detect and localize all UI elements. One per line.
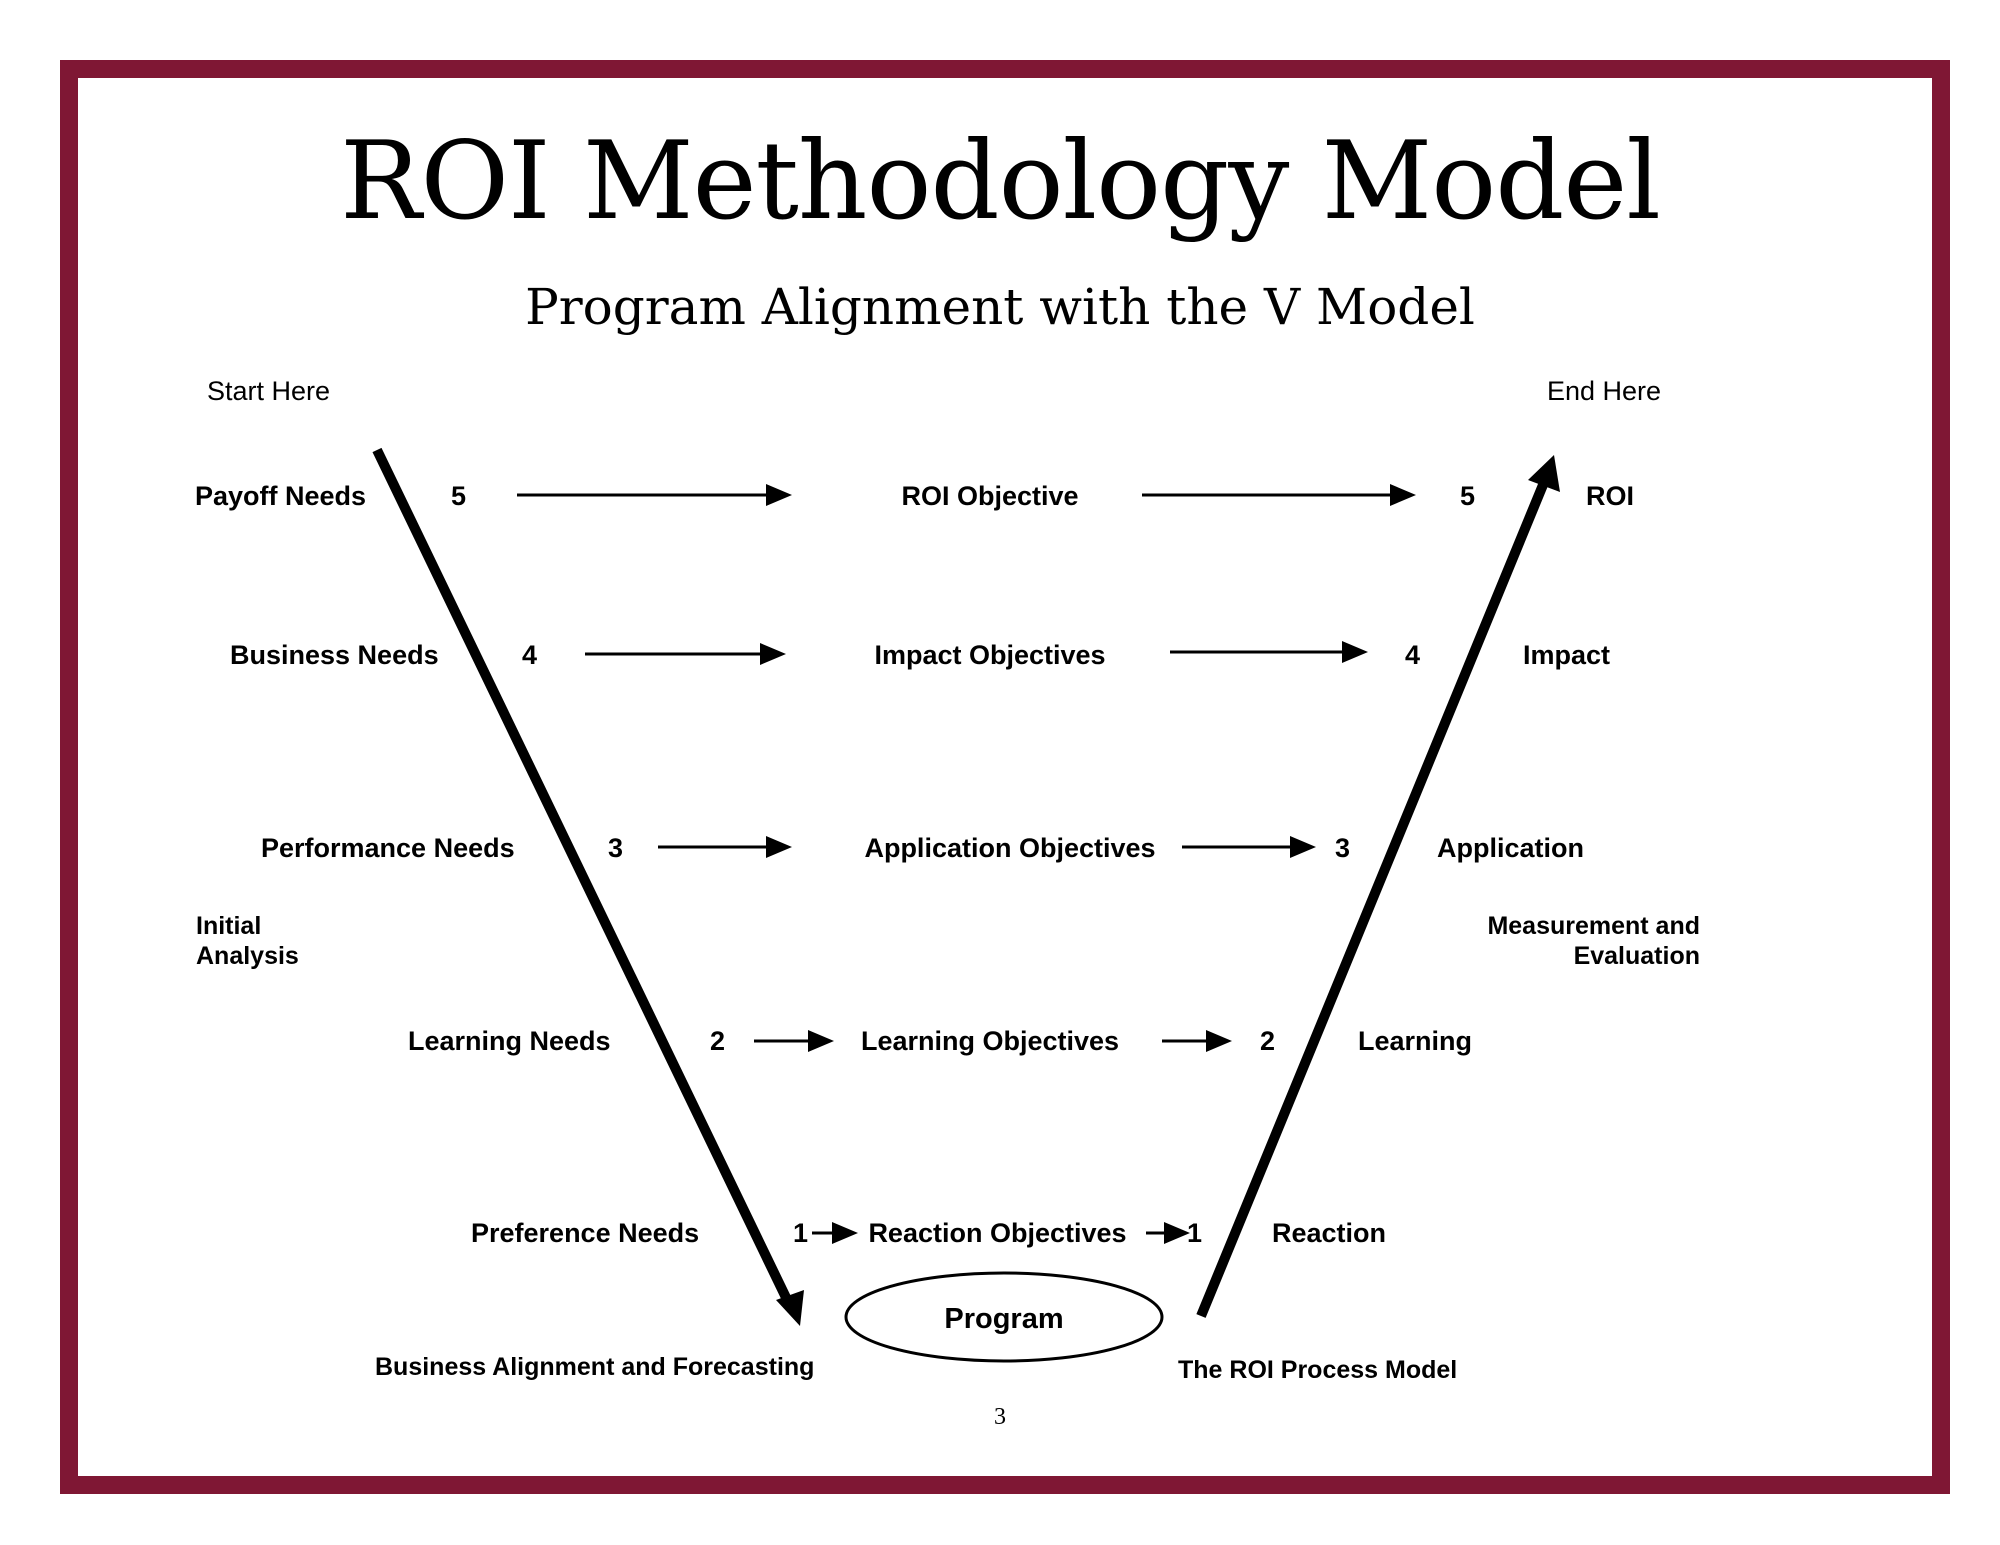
objective-label-4: Impact Objectives [874,640,1106,670]
arrowhead-objective-to-measure-4 [1342,641,1368,663]
objective-label-3: Application Objectives [864,833,1156,863]
level-number-right-5: 5 [1460,481,1476,511]
measure-label-4: Impact [1523,640,1611,670]
page-subtitle: Program Alignment with the V Model [525,278,1475,336]
level-number-right-4: 4 [1405,640,1421,670]
level-number-left-1: 1 [793,1218,809,1248]
need-label-3: Performance Needs [261,833,515,863]
need-label-1: Preference Needs [471,1218,700,1248]
measure-label-5: ROI [1586,481,1635,511]
page-number: 3 [994,1404,1006,1430]
measure-label-1: Reaction [1272,1218,1387,1248]
measure-label-3: Application [1437,833,1584,863]
level-number-left-4: 4 [522,640,538,670]
objective-label-2: Learning Objectives [860,1026,1120,1056]
objective-label-5: ROI Objective [901,481,1079,511]
level-number-right-1: 1 [1187,1218,1203,1248]
right-arrowhead [1528,455,1560,492]
right-diagonal-arrow [1196,478,1550,1318]
arrowhead-objective-to-measure-1 [1164,1222,1190,1244]
roi-process-model-caption: The ROI Process Model [1178,1356,1458,1384]
start-here-label: Start Here [207,376,331,406]
arrowhead-need-to-objective-4 [760,643,786,665]
measure-label-2: Learning [1358,1026,1473,1056]
arrowhead-objective-to-measure-2 [1206,1030,1232,1052]
page-title: ROI Methodology Model [340,119,1661,244]
level-number-right-3: 3 [1335,833,1351,863]
left-arrowhead [776,1290,804,1326]
level-number-left-5: 5 [451,481,467,511]
initial-analysis-label: Initial Analysis [196,912,299,970]
level-number-left-3: 3 [608,833,624,863]
arrowhead-objective-to-measure-5 [1390,484,1416,506]
level-number-right-2: 2 [1260,1026,1276,1056]
arrowhead-need-to-objective-1 [832,1222,858,1244]
arrowhead-need-to-objective-2 [808,1030,834,1052]
left-diagonal-arrow [372,447,797,1313]
level-number-left-2: 2 [710,1026,726,1056]
program-label: Program [944,1303,1064,1335]
page-frame [60,60,1950,1494]
end-here-label: End Here [1547,376,1662,406]
arrowhead-need-to-objective-3 [766,836,792,858]
need-label-5: Payoff Needs [195,481,367,511]
need-label-2: Learning Needs [408,1026,611,1056]
arrowhead-need-to-objective-5 [766,484,792,506]
arrowhead-objective-to-measure-3 [1290,836,1316,858]
need-label-4: Business Needs [230,640,439,670]
business-alignment-caption: Business Alignment and Forecasting [375,1353,815,1381]
program-ellipse [844,1271,1164,1363]
measurement-evaluation-label: Measurement and Evaluation [1487,912,1700,970]
objective-label-1: Reaction Objectives [868,1218,1127,1248]
